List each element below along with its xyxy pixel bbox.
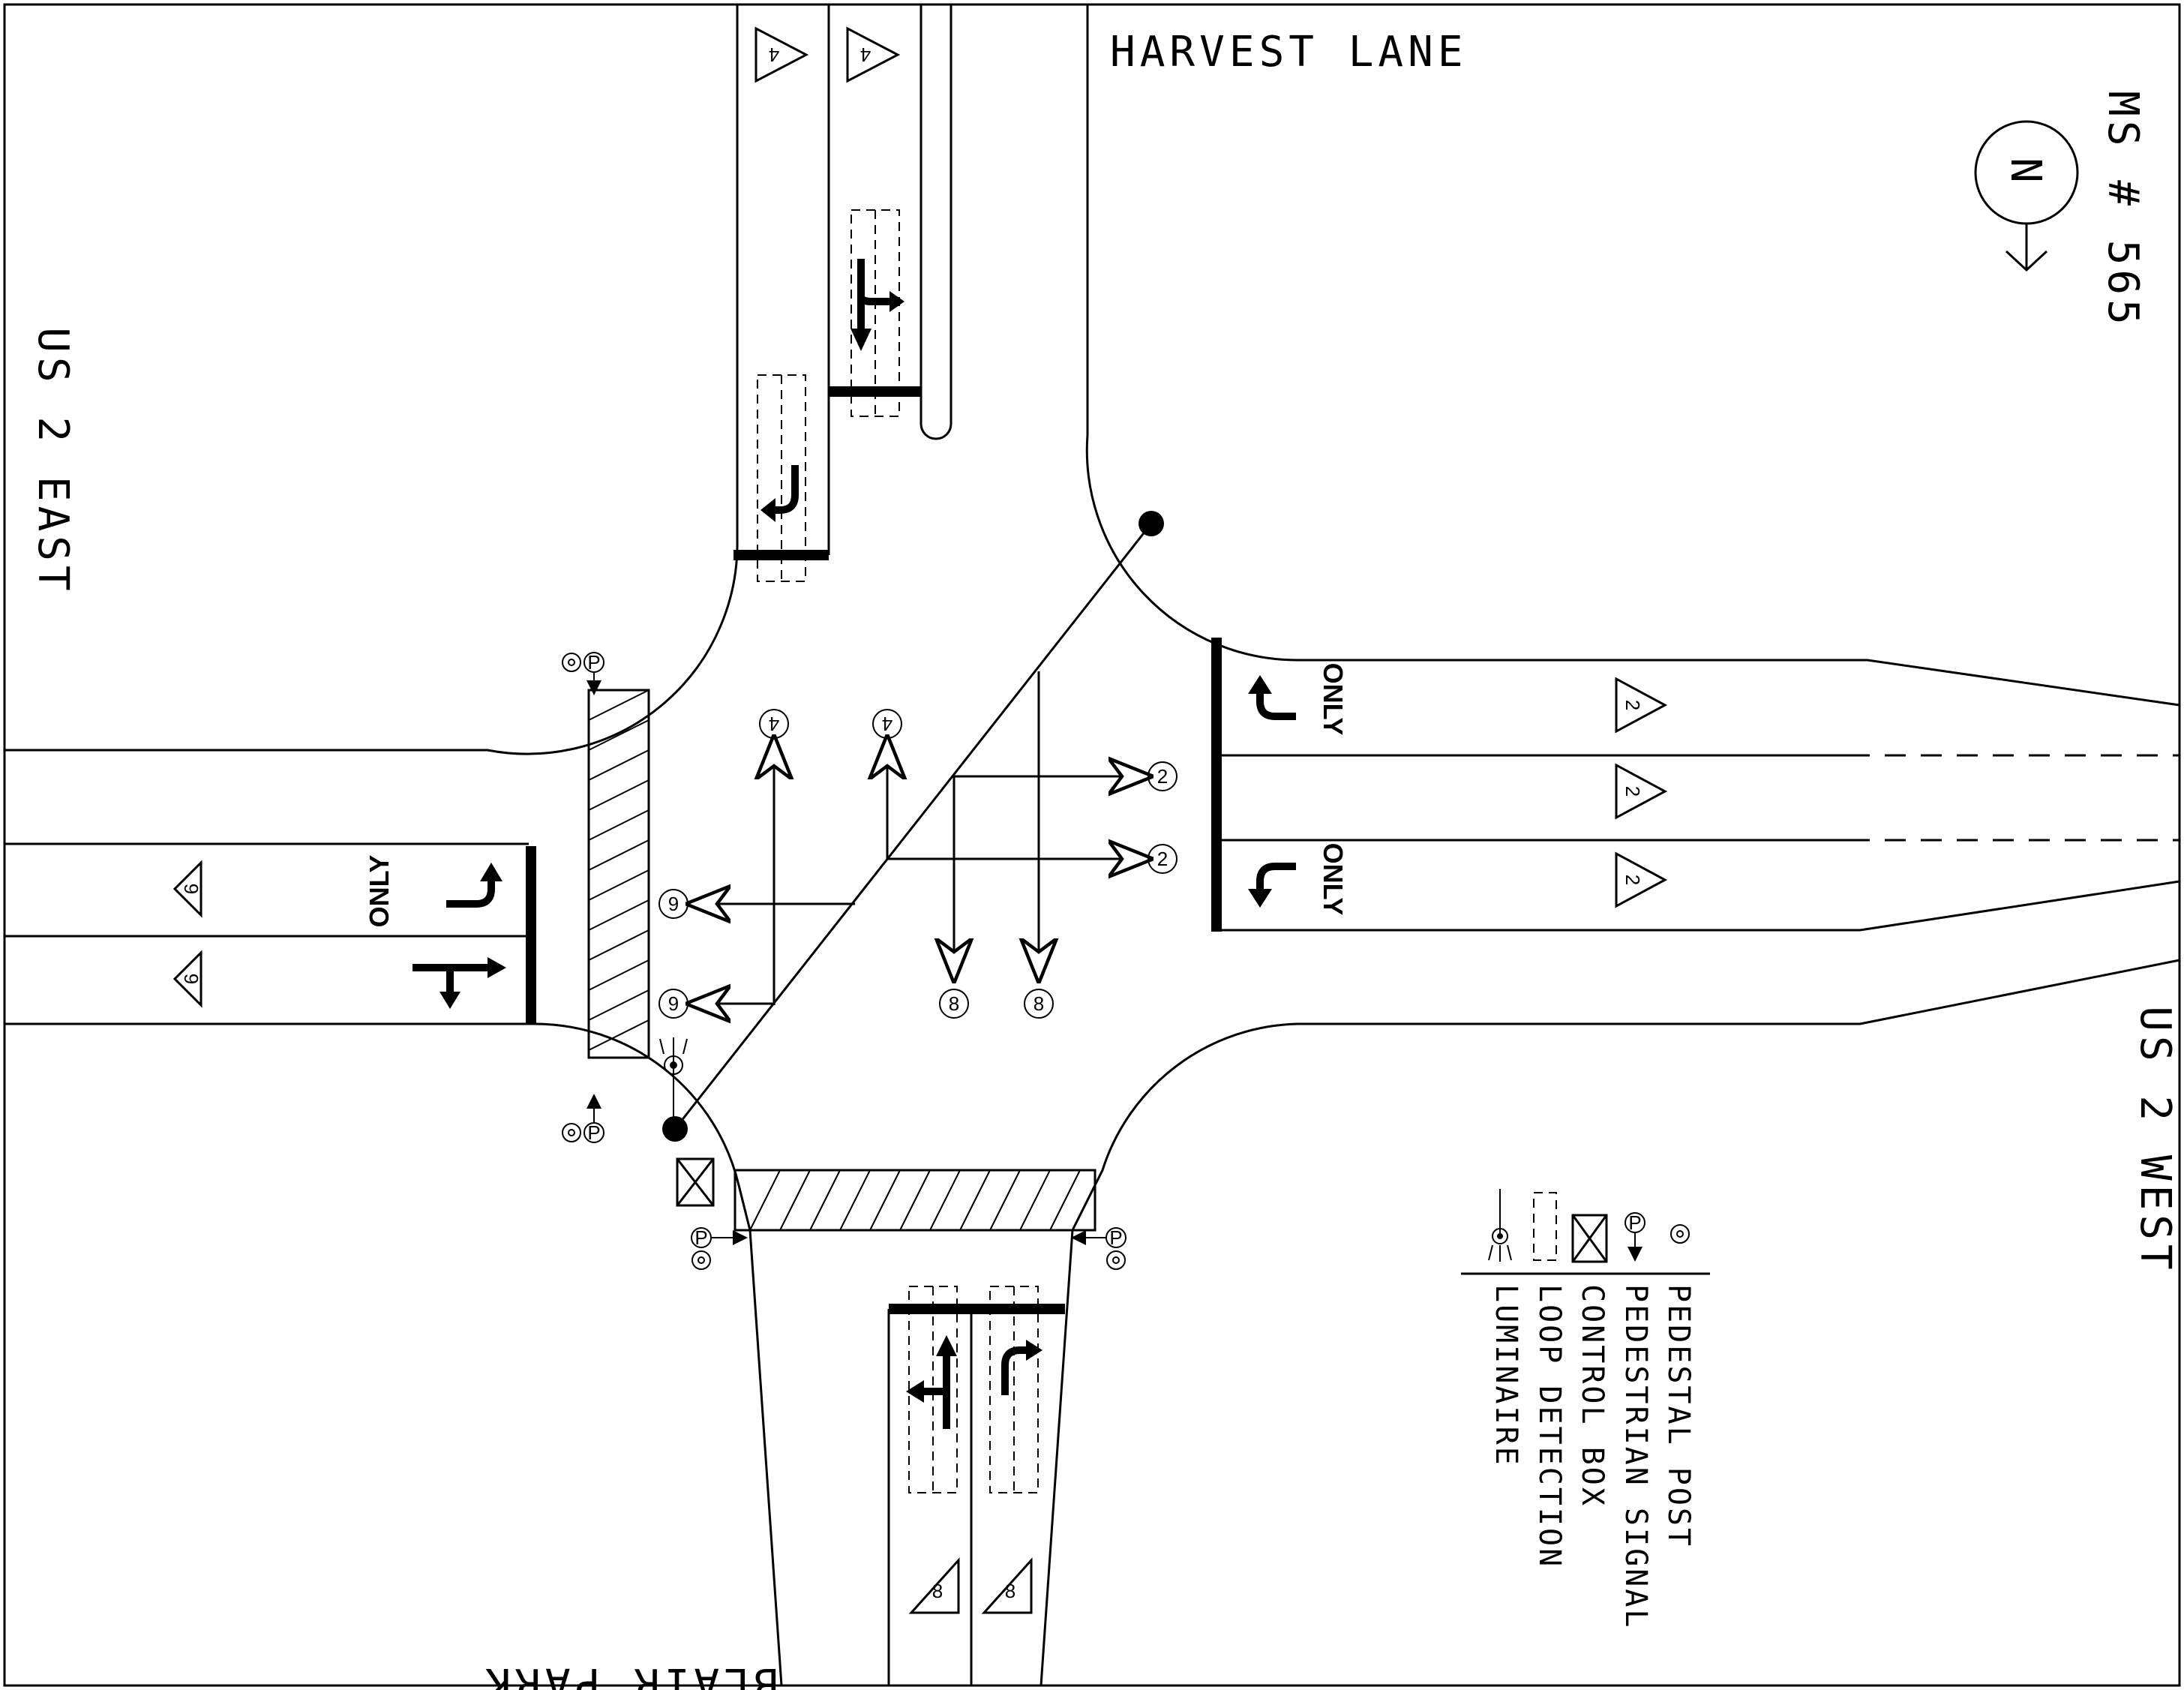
phase-movements: 4 4 2 2 6 6 8 8 — [658, 671, 1178, 1019]
svg-text:6: 6 — [668, 893, 679, 915]
phase-circle: 6 — [658, 889, 688, 919]
phase-circle: 8 — [939, 989, 969, 1019]
signal-head-east-3: 2 — [1615, 851, 1668, 908]
svg-text:8: 8 — [932, 1580, 943, 1602]
pedestrian-signal-icon: P — [562, 651, 604, 695]
north-arrow-icon: N — [1974, 120, 2079, 272]
signal-head-west-2: 6 — [172, 950, 202, 1008]
phase-circle: 2 — [1148, 844, 1178, 874]
legend-label-luminaire: LUMINAIRE — [1489, 1284, 1523, 1467]
signal-pole-sw — [662, 1116, 688, 1142]
pedestrian-signal-icon: P — [1071, 1226, 1126, 1270]
legend-label-loop-detection: LOOP DETECTION — [1532, 1284, 1567, 1568]
pavement-arrows: ONLY ONLY ONLY — [364, 259, 1348, 1429]
signal-head-east-1: 2 — [1615, 677, 1668, 734]
signal-heads: 4 4 2 2 2 6 6 8 8 — [172, 26, 1668, 1614]
street-label-south: BLAIR PARK — [481, 1658, 778, 1690]
arrow-through-left-west — [412, 957, 506, 1009]
arrow-through-left-south — [906, 1335, 957, 1429]
phase-circle: 4 — [759, 709, 789, 739]
arrow-left-turn-east-1 — [1248, 675, 1296, 720]
svg-text:2: 2 — [1157, 848, 1168, 870]
signal-pole-ne — [1138, 511, 1164, 536]
sheet-id: MS # 565 — [2098, 91, 2147, 329]
pedestal-post-icon — [1670, 1224, 1690, 1244]
only-marking: ONLY — [364, 855, 394, 928]
legend: P PEDESTAL POST PEDESTRIAN SIGNAL CONTRO… — [1461, 1189, 1710, 1629]
stop-bars — [526, 386, 1222, 1314]
phase-circle: 6 — [658, 989, 688, 1019]
svg-text:2: 2 — [1622, 786, 1644, 797]
legend-label-control-box: CONTROL BOX — [1575, 1284, 1610, 1508]
signal-head-south-2: 8 — [981, 1557, 1033, 1614]
signal-head-north-2: 4 — [846, 26, 901, 83]
road-edges — [4, 5, 2180, 1686]
pedestrian-equipment: P P P P — [562, 651, 1126, 1270]
svg-text:2: 2 — [1157, 765, 1168, 788]
svg-text:4: 4 — [860, 44, 871, 66]
signal-head-south-1: 8 — [908, 1557, 960, 1614]
pedestrian-signal-icon: P — [1624, 1211, 1646, 1262]
svg-text:6: 6 — [180, 884, 202, 894]
pedestrian-signal-icon: P — [562, 1094, 604, 1144]
svg-text:P: P — [1628, 1211, 1641, 1234]
svg-text:6: 6 — [180, 974, 202, 984]
svg-text:4: 4 — [882, 713, 892, 735]
arrow-left-turn-east-2 — [1248, 863, 1296, 908]
loop-detectors — [757, 209, 1039, 1493]
only-marking: ONLY — [1318, 663, 1348, 736]
crosswalk-west — [587, 689, 650, 1059]
svg-text:P: P — [587, 1121, 600, 1144]
signal-head-north-1: 4 — [754, 26, 809, 83]
phase-circle: 8 — [1024, 989, 1054, 1019]
control-box-icon — [676, 1157, 715, 1207]
phase-circle: 4 — [872, 709, 902, 739]
signal-head-west-1: 6 — [172, 860, 202, 918]
svg-text:4: 4 — [769, 44, 779, 66]
legend-label-pedestrian-signal: PEDESTRIAN SIGNAL — [1618, 1284, 1653, 1629]
luminaire-icon — [659, 1037, 688, 1121]
street-label-east: US 2 WEST — [2131, 1006, 2180, 1274]
svg-text:8: 8 — [1034, 992, 1044, 1015]
svg-text:P: P — [587, 651, 600, 674]
svg-text:8: 8 — [949, 992, 959, 1015]
arrow-through-right-north — [850, 259, 904, 351]
loop-detection-icon — [1533, 1192, 1557, 1261]
arrow-left-turn-north — [760, 465, 799, 522]
street-label-west: US 2 EAST — [28, 327, 77, 595]
span-wire — [662, 511, 1164, 1142]
svg-text:2: 2 — [1622, 700, 1644, 710]
phase-circle: 2 — [1148, 761, 1178, 791]
street-label-north: HARVEST LANE — [1110, 28, 1468, 77]
luminaire-icon — [1488, 1189, 1512, 1262]
only-marking: ONLY — [1318, 843, 1348, 916]
svg-text:P: P — [1109, 1226, 1122, 1249]
arrow-left-turn-west — [446, 863, 502, 908]
pedestrian-signal-icon: P — [691, 1226, 748, 1270]
arrow-right-turn-south — [1001, 1340, 1042, 1395]
svg-text:2: 2 — [1622, 875, 1644, 885]
crosswalk-south — [734, 1169, 1096, 1232]
svg-text:8: 8 — [1005, 1580, 1016, 1602]
svg-text:4: 4 — [769, 713, 779, 735]
svg-text:P: P — [694, 1226, 707, 1249]
legend-label-pedestal-post: PEDESTAL POST — [1661, 1284, 1696, 1548]
signal-head-east-2: 2 — [1615, 763, 1668, 820]
control-box-icon — [1571, 1214, 1608, 1263]
svg-text:N: N — [2001, 158, 2050, 188]
svg-text:6: 6 — [668, 992, 679, 1015]
